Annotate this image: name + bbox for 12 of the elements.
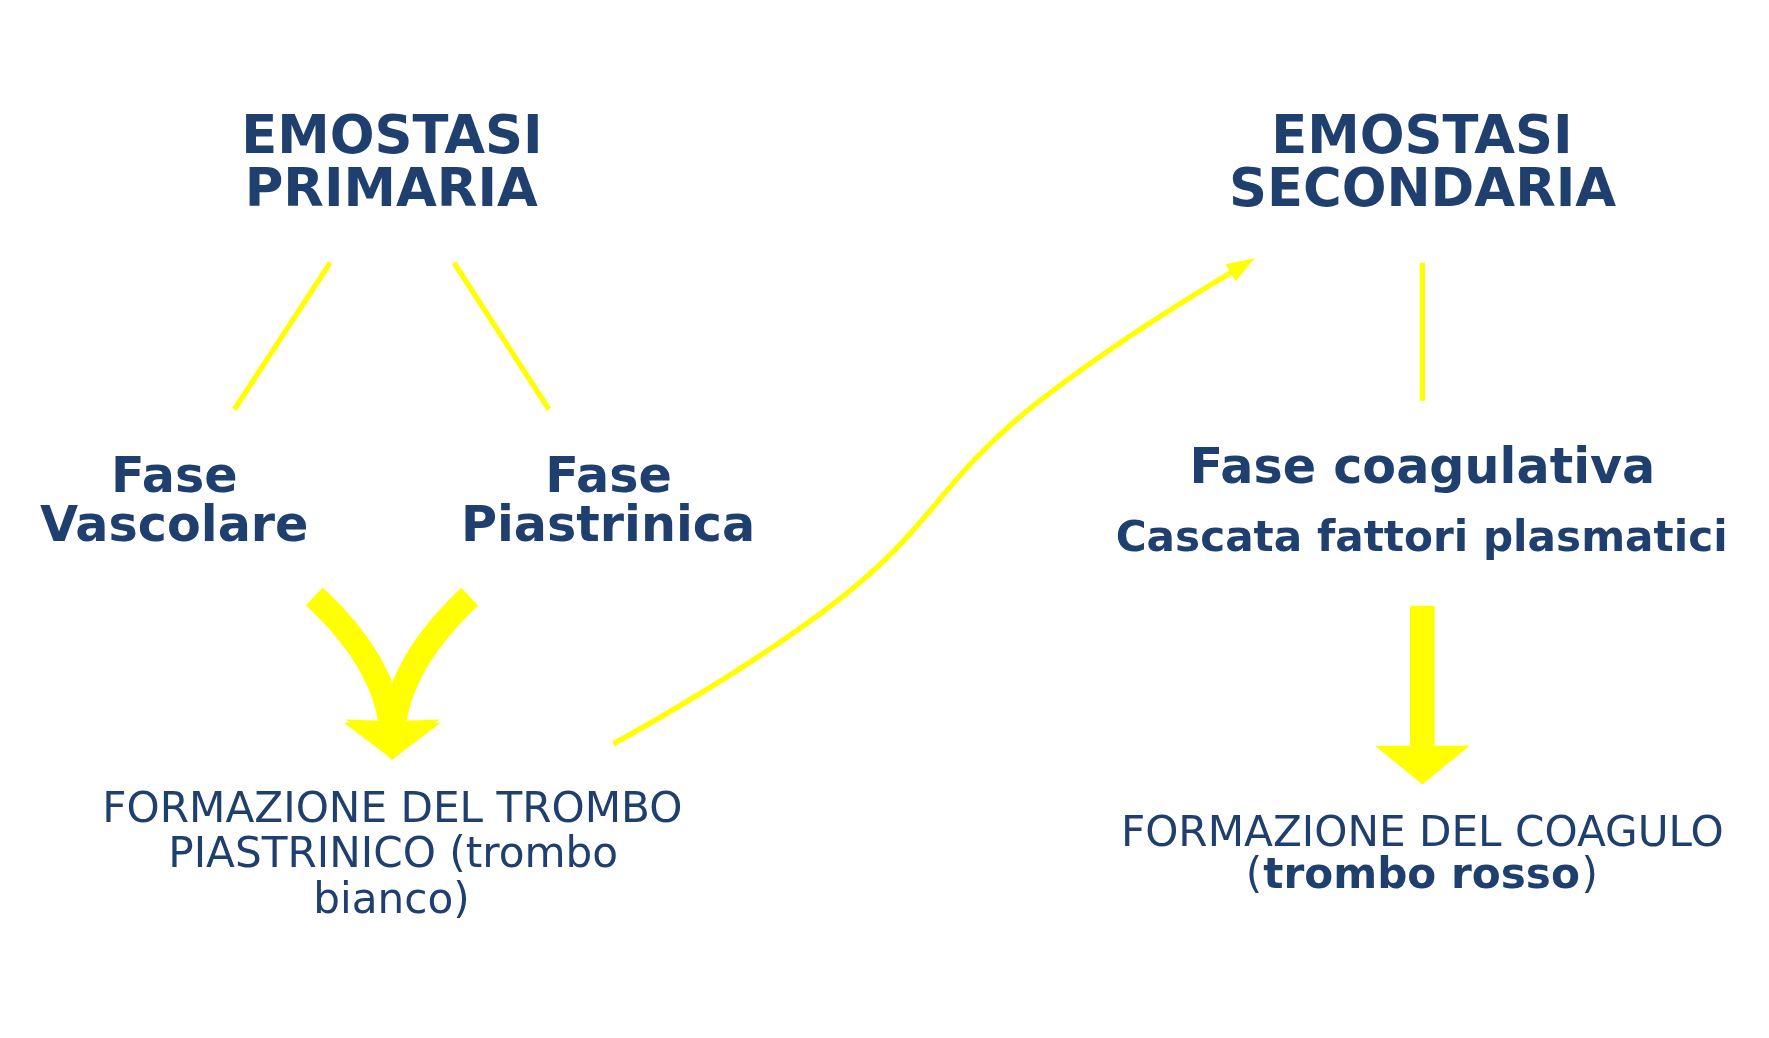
node-text: FORMAZIONE DEL COAGULO (trombo rosso) bbox=[1120, 807, 1724, 899]
node-text: EMOSTASI PRIMARIA bbox=[241, 104, 543, 219]
node-text: EMOSTASI SECONDARIA bbox=[1229, 104, 1617, 219]
node-text: FORMAZIONE DEL TROMBO PIASTRINICO (trombo bianco) bbox=[102, 782, 683, 924]
node-text: Fase coagulativa Cascata fattori plasmatici bbox=[1115, 436, 1728, 561]
connector bbox=[451, 261, 552, 411]
connector bbox=[1419, 262, 1425, 401]
arrow bbox=[1374, 605, 1470, 785]
connector bbox=[232, 261, 333, 411]
node-text: Fase Piastrinica bbox=[460, 445, 756, 553]
node-text: Fase Vascolare bbox=[39, 445, 309, 553]
arrow bbox=[612, 258, 1255, 747]
